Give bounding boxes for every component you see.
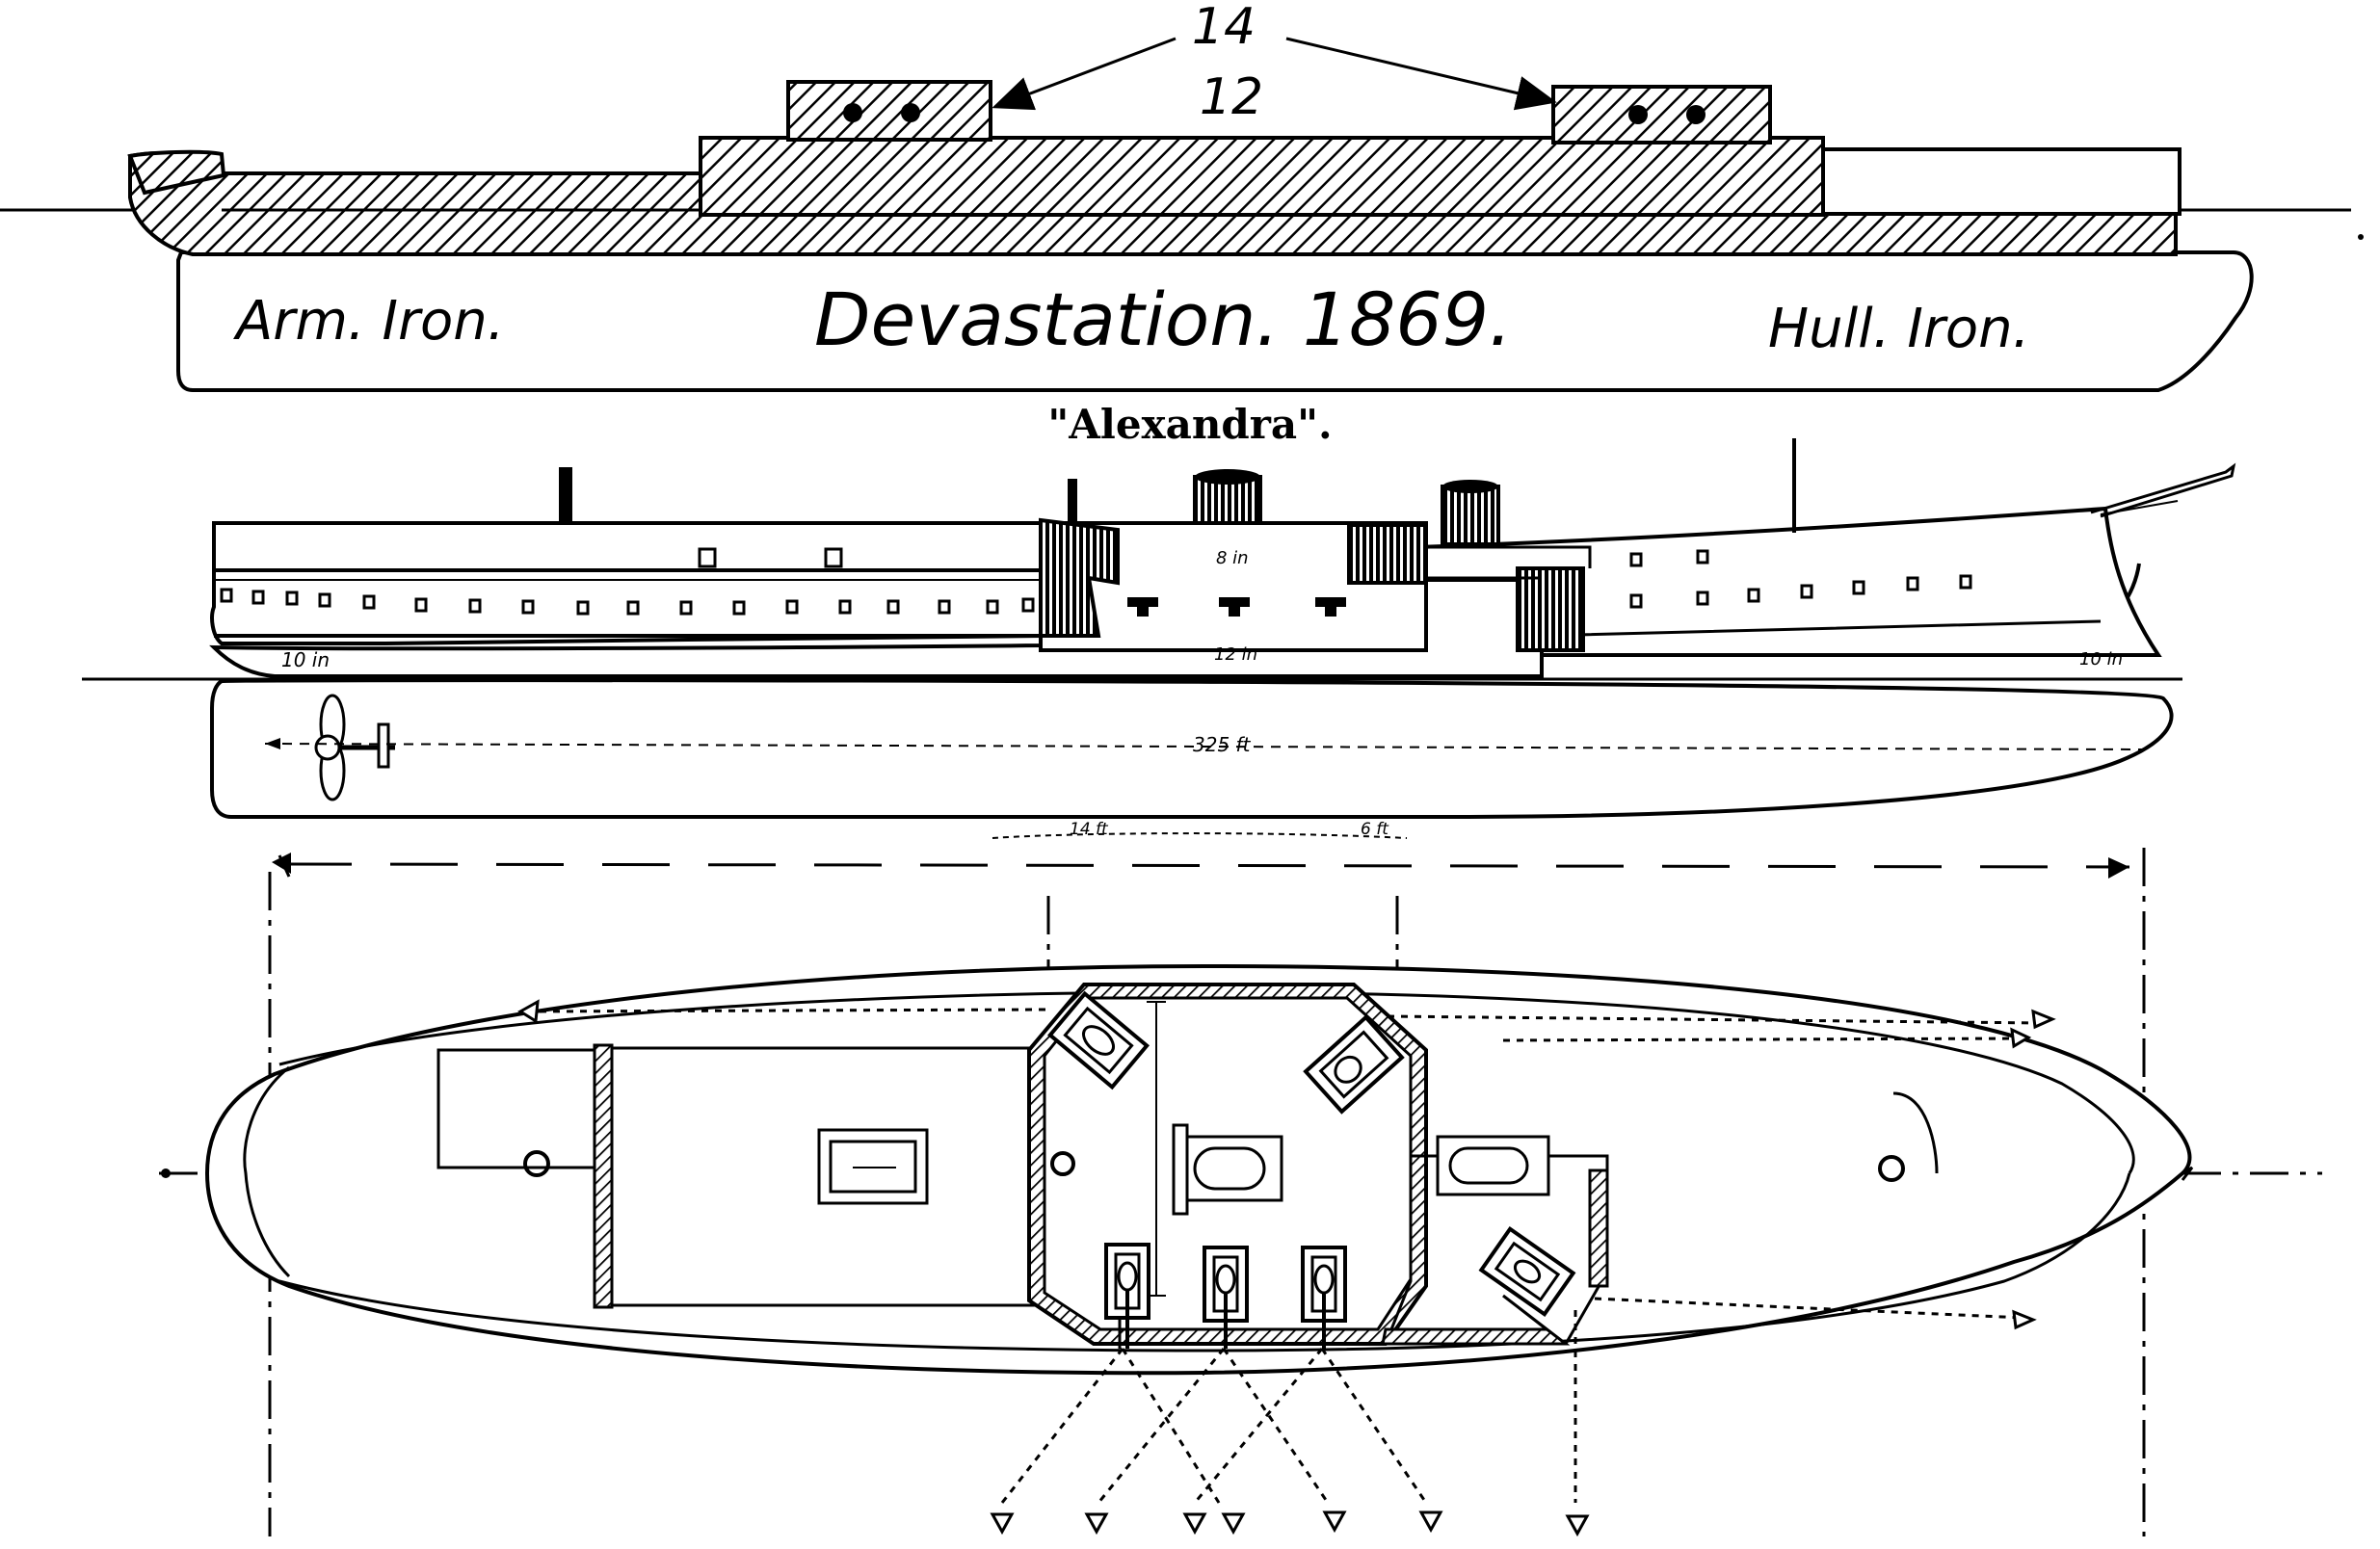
alexandra-profile: "Alexandra". bbox=[82, 401, 2236, 839]
fire-arrowheads bbox=[517, 999, 2056, 1537]
devastation-right-label: Hull. Iron. bbox=[1768, 298, 2029, 360]
alexandra-portholes-aft bbox=[220, 588, 1035, 616]
devastation-stern-deck bbox=[1821, 147, 2182, 216]
alexandra-bowsprit bbox=[2090, 462, 2236, 518]
alexandra-deck-plan bbox=[159, 848, 2322, 1537]
deck-plan-length-dimension bbox=[283, 862, 2130, 869]
alexandra-length-dimension bbox=[264, 743, 2145, 750]
armor-arrow-right bbox=[1285, 37, 1557, 111]
armor-arrow-left bbox=[992, 37, 1177, 111]
deck-plan-gun-fore-starboard bbox=[1303, 1014, 1405, 1115]
alexandra-battery-upper: 8 in bbox=[1216, 548, 1249, 568]
devastation-title: Devastation. 1869. bbox=[814, 276, 1512, 362]
alexandra-mast-fore bbox=[559, 467, 572, 525]
devastation-left-label: Arm. Iron. bbox=[233, 290, 505, 353]
devastation-bow-curl bbox=[127, 149, 226, 196]
armor-thickness-lower: 12 bbox=[1200, 68, 1263, 126]
lines-of-fire bbox=[524, 1008, 2044, 1504]
deck-plan-bulkhead bbox=[593, 1043, 614, 1309]
alexandra-battery-lower: 12 in bbox=[1214, 644, 1257, 665]
alexandra-portholes-fore bbox=[1629, 549, 1972, 609]
alexandra-battery-armor-aft bbox=[1347, 523, 1428, 585]
deck-plan-capstan-aft bbox=[523, 1150, 550, 1177]
deck-plan-capstan-fore bbox=[1878, 1155, 1905, 1182]
devastation-aft-turret bbox=[1551, 85, 1772, 144]
alexandra-upper-hull bbox=[210, 521, 1043, 645]
alexandra-funnel-fore bbox=[1193, 469, 1262, 525]
alexandra-length-label: 325 ft bbox=[1193, 733, 1252, 756]
alexandra-mast-main bbox=[1068, 479, 1077, 523]
deck-plan-gun-lower bbox=[1478, 1225, 1576, 1318]
alexandra-battery-guns bbox=[1127, 597, 1346, 617]
alexandra-forebody bbox=[1415, 506, 2162, 657]
deck-plan-gun-fore-port bbox=[1047, 990, 1150, 1090]
armor-thickness-upper: 14 bbox=[1192, 0, 1256, 56]
devastation-breastwork bbox=[699, 136, 1825, 217]
alexandra-title: "Alexandra". bbox=[1047, 401, 1332, 448]
alexandra-dim-b: 6 ft bbox=[1361, 820, 1389, 839]
devastation-lower-hull bbox=[176, 250, 2254, 392]
deck-plan-fore-hatch bbox=[1436, 1135, 1550, 1196]
alexandra-underwater-hull bbox=[210, 678, 2174, 819]
alexandra-lower-battery-armor bbox=[1516, 566, 1585, 652]
alexandra-belt-bow: 10 in bbox=[281, 648, 330, 671]
devastation-fore-turret bbox=[786, 80, 992, 142]
alexandra-dim-a: 14 ft bbox=[1070, 820, 1109, 839]
alexandra-funnel-aft bbox=[1441, 480, 1500, 546]
alexandra-belt-stern: 10 in bbox=[2079, 649, 2123, 669]
alexandra-battery-armor-fore bbox=[1039, 517, 1120, 638]
devastation-profile: 14 12 Arm. Iron. Devastation. 1869. Hull… bbox=[0, 0, 2364, 392]
propeller-icon bbox=[314, 694, 395, 801]
deck-plan-broadside-guns bbox=[1104, 1243, 1347, 1349]
